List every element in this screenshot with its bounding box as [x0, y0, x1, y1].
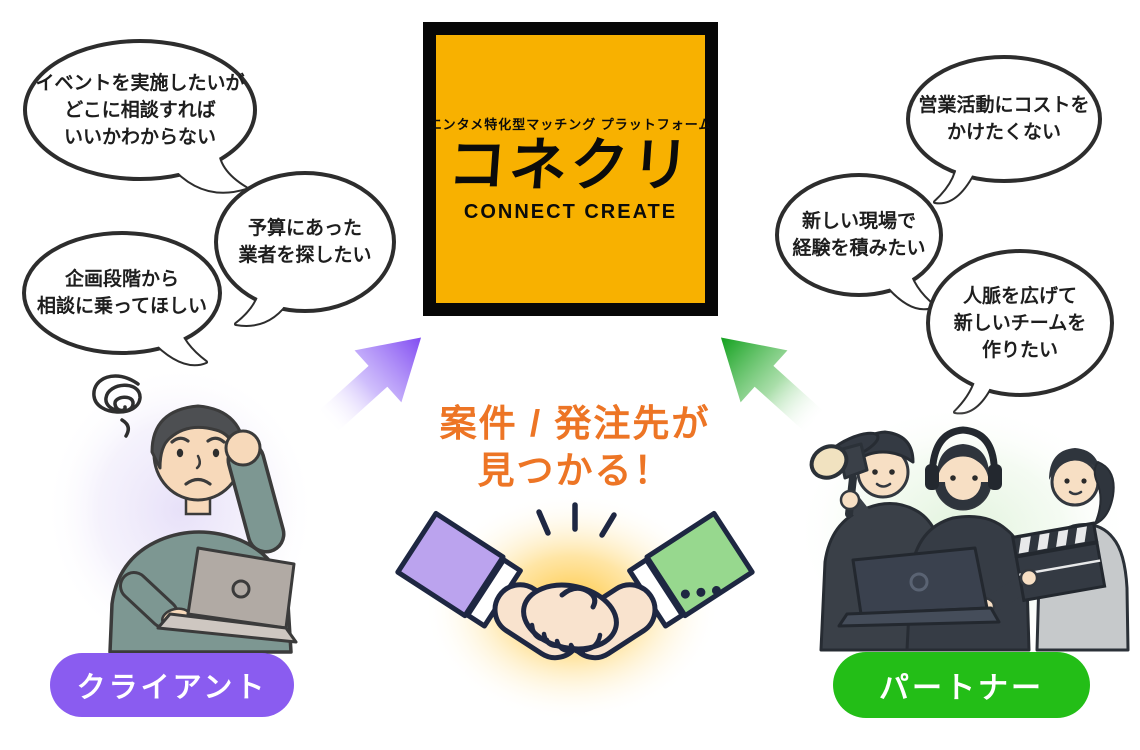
bubble-line: 人脈を広げて	[962, 285, 1077, 307]
logo-brand-text: コネクリ	[446, 133, 695, 199]
confusion-spiral-icon	[92, 374, 142, 438]
handshake-icon	[395, 493, 755, 721]
partner-label: パートナー	[833, 652, 1090, 718]
hand	[839, 489, 861, 511]
speech-bubble: 新しい現場で 経験を積みたい	[774, 172, 950, 322]
hand	[1019, 568, 1039, 588]
clasped-hands	[521, 582, 619, 655]
bubble-line: 新しいチームを	[953, 312, 1087, 334]
laptop-icon	[837, 546, 1001, 628]
hair	[937, 444, 989, 472]
speech-bubble: 企画段階から 相談に乗ってほしい	[20, 230, 232, 378]
partner-illustration	[795, 404, 1131, 660]
crew-member-lighting	[809, 430, 947, 652]
bubble-line: イベントを実施したいが	[35, 72, 245, 94]
bubble-line: 経験を積みたい	[792, 238, 926, 259]
laptop-icon	[156, 546, 298, 644]
headline-line2: 見つかる！	[477, 450, 673, 491]
client-arrow-icon	[316, 337, 422, 434]
bubble-line: かけたくない	[946, 122, 1061, 143]
beard	[936, 482, 990, 509]
speech-bubble-shape	[214, 171, 396, 327]
speech-bubble-shape	[22, 231, 222, 367]
speech-bubble: 営業活動にコストを かけたくない	[905, 54, 1107, 214]
bubble-line: 営業活動にコストを	[918, 95, 1090, 116]
speech-bubble: イベントを実施したいが どこに相談すれば いいかわからない	[18, 36, 268, 214]
spotlight-icon	[809, 442, 869, 518]
sparkles-icon	[536, 502, 617, 538]
logo-brand-english: CONNECT CREATE	[463, 200, 678, 223]
bubble-line: 企画段階から	[64, 269, 179, 290]
speech-bubble-shape	[906, 55, 1102, 205]
bubble-line: 相談に乗ってほしい	[36, 296, 208, 317]
headline-line1: 案件 / 発注先が	[439, 403, 711, 444]
worried-face-features	[170, 436, 226, 486]
clapperboard-icon	[1011, 521, 1107, 603]
partner-arrow-icon	[720, 337, 826, 434]
speech-bubble-shape	[926, 249, 1114, 415]
hair	[1049, 448, 1101, 480]
speech-bubble: 予算にあった 業者を探したい	[212, 170, 398, 330]
bubble-line: 新しい現場で	[801, 211, 916, 232]
bubble-line: 業者を探したい	[238, 245, 372, 266]
crew-member-clapper	[1011, 448, 1130, 652]
logo-inner-panel: エンタメ特化型マッチング プラットフォーム コネクリ CONNECT CREAT…	[429, 35, 711, 303]
client-illustration	[44, 364, 316, 656]
bubble-line: 予算にあった	[247, 218, 362, 239]
speech-bubble-shape	[23, 39, 257, 194]
headphones-icon	[925, 426, 1002, 490]
bubble-line: 作りたい	[981, 339, 1058, 361]
headline: 案件 / 発注先が 見つかる！	[375, 400, 775, 494]
bubble-line: どこに相談すれば	[64, 99, 216, 121]
speech-bubble: 人脈を広げて 新しいチームを 作りたい	[925, 248, 1117, 424]
hand-on-head	[224, 429, 262, 467]
bubble-line: いいかわからない	[63, 126, 216, 148]
client-label: クライアント	[50, 653, 294, 717]
logo-tagline: エンタメ特化型マッチング プラットフォーム	[428, 117, 713, 133]
konekuri-logo: エンタメ特化型マッチング プラットフォーム コネクリ CONNECT CREAT…	[423, 22, 718, 316]
